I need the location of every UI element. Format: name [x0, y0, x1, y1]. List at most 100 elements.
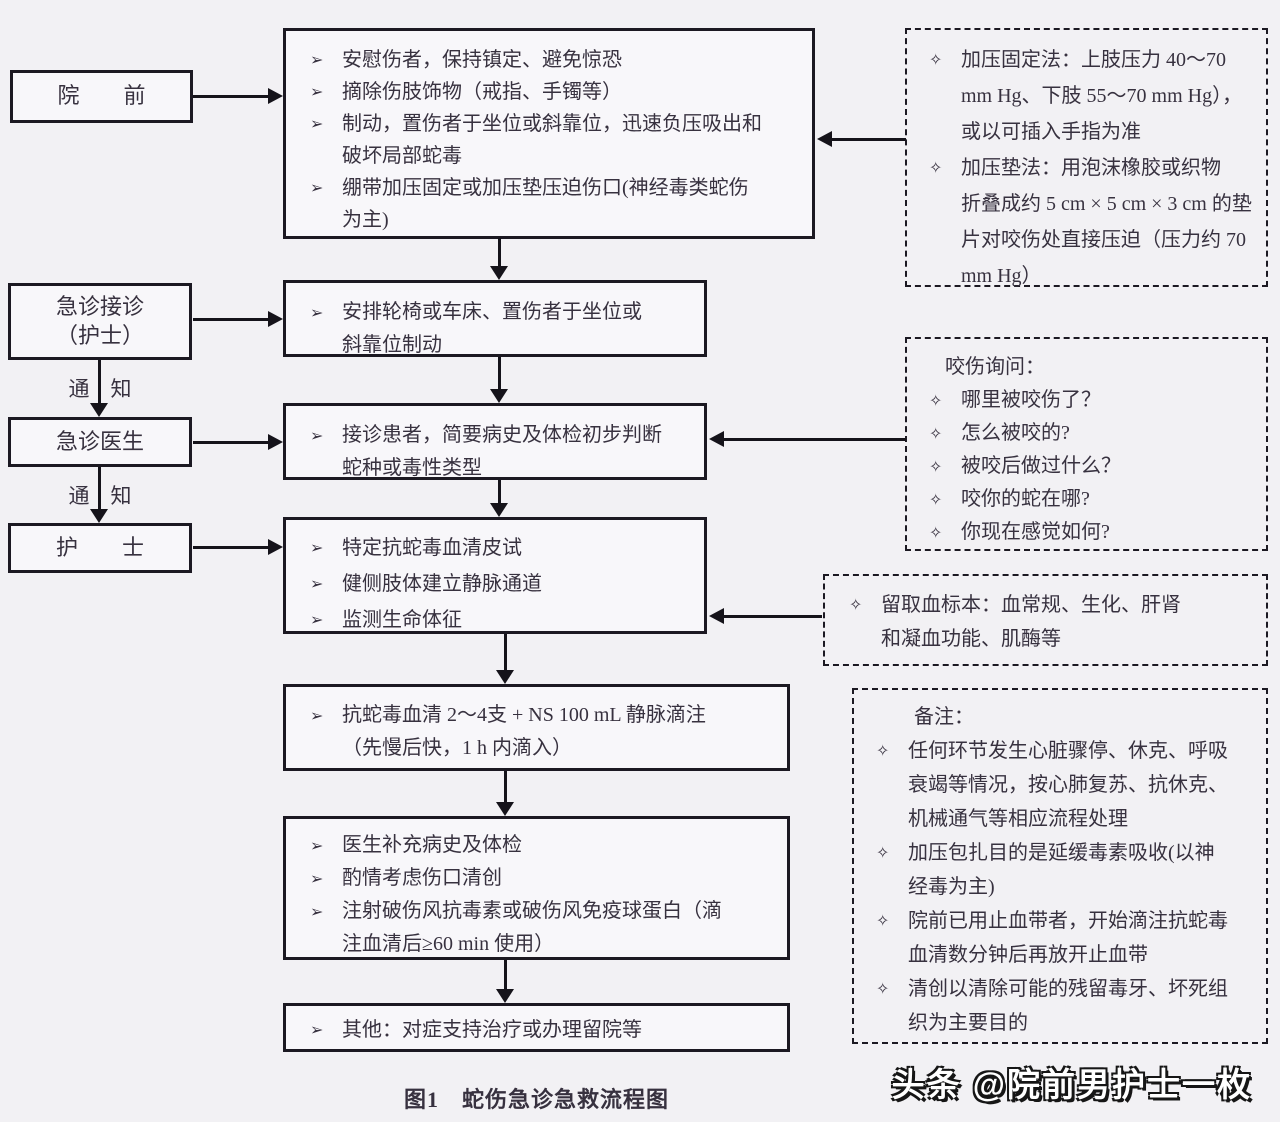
bullet-text: 绷带加压固定或加压垫压迫伤口(神经毒类蛇伤 为主) [342, 177, 749, 231]
er-doctor-label: 急诊医生 [55, 428, 144, 454]
arrow-doctor-to-nurse [90, 467, 108, 523]
triage-box: ➢ 接诊患者，简要病史及体检初步判断 蛇种或毒性类型 [283, 403, 707, 480]
diamond-bullet-icon: ✧ [929, 158, 943, 177]
bullet-text: 制动，置伤者于坐位或斜靠位，迅速负压吸出和 破坏局部蛇毒 [342, 113, 762, 167]
diamond-bullet-icon: ✧ [876, 741, 890, 760]
bullet-item: ➢ 其他：对症支持治疗或办理留院等 [310, 1015, 777, 1045]
arrowhead-bullet-icon: ➢ [310, 869, 324, 888]
arrow-questions-note-to-triage [709, 431, 906, 447]
bullet-item: ➢ 绷带加压固定或加压垫压迫伤口(神经毒类蛇伤 为主) [310, 172, 800, 236]
note-item: ✧ 咬你的蛇在哪? [929, 483, 1258, 516]
bullet-item: ➢ 健侧肢体建立静脉通道 [310, 566, 694, 602]
diamond-bullet-icon: ✧ [929, 523, 943, 542]
note-item: ✧ 任何环节发生心脏骤停、休克、呼吸 衰竭等情况，按心肺复苏、抗休克、 机械通气… [876, 734, 1260, 836]
bullet-text: 特定抗蛇毒血清皮试 [342, 537, 522, 559]
arrowhead-bullet-icon: ➢ [310, 82, 324, 101]
bullet-item: ➢ 接诊患者，简要病史及体检初步判断 蛇种或毒性类型 [310, 419, 694, 485]
arrow-box6-to-box7 [496, 960, 514, 1003]
note-item: ✧ 院前已用止血带者，开始滴注抗蛇毒 血清数分钟后再放开止血带 [876, 904, 1260, 972]
arrow-nurse-to-actions [193, 539, 283, 555]
diamond-bullet-icon: ✧ [929, 490, 943, 509]
diamond-bullet-icon: ✧ [876, 979, 890, 998]
bullet-text: 健侧肢体建立静脉通道 [342, 573, 542, 595]
bullet-text: 监测生命体征 [342, 609, 462, 631]
bullet-text: 注射破伤风抗毒素或破伤风免疫球蛋白（滴 注血清后≥60 min 使用） [342, 900, 722, 955]
er-doctor-box: 急诊医生 [8, 417, 192, 467]
arrow-pressure-note-to-actions [817, 131, 906, 147]
bullet-item: ➢ 注射破伤风抗毒素或破伤风免疫球蛋白（滴 注血清后≥60 min 使用） [310, 895, 777, 961]
arrowhead-bullet-icon: ➢ [310, 303, 324, 322]
note-text: 咬你的蛇在哪? [961, 488, 1090, 510]
diamond-bullet-icon: ✧ [929, 391, 943, 410]
note-item: ✧ 加压固定法：上肢压力 40～70 mm Hg、下肢 55～70 mm Hg）… [929, 42, 1258, 150]
note-text: 哪里被咬伤了？ [961, 389, 1101, 411]
arrowhead-bullet-icon: ➢ [310, 1020, 324, 1039]
arrow-box5-to-box6 [496, 771, 514, 816]
bullet-item: ➢ 摘除伤肢饰物（戒指、手镯等） [310, 76, 800, 108]
figure-caption: 图1 蛇伤急诊急救流程图 [403, 1087, 669, 1112]
diamond-bullet-icon: ✧ [929, 424, 943, 443]
note-text: 清创以清除可能的残留毒牙、坏死组 织为主要目的 [908, 978, 1228, 1034]
arrowhead-bullet-icon: ➢ [310, 50, 324, 69]
arrowhead-bullet-icon: ➢ [310, 538, 324, 557]
er-reception-label-line1: 急诊接诊 [55, 293, 144, 319]
bullet-item: ➢ 监测生命体征 [310, 602, 694, 638]
arrow-reception-to-doctor [90, 360, 108, 417]
arrowhead-bullet-icon: ➢ [310, 178, 324, 197]
note-text: 任何环节发生心脏骤停、休克、呼吸 衰竭等情况，按心肺复苏、抗休克、 机械通气等相… [908, 740, 1228, 830]
note-item: ✧ 怎么被咬的? [929, 417, 1258, 450]
bullet-item: ➢ 酌情考虑伤口清创 [310, 862, 777, 895]
bullet-text: 安慰伤者，保持镇定、避免惊恐 [342, 49, 622, 71]
watermark: 头条 @院前男护士一枚 [891, 1066, 1252, 1103]
er-reception-box: 急诊接诊 （护士） [8, 283, 192, 360]
note-item: ✧ 加压包扎目的是延缓毒素吸收(以神 经毒为主) [876, 836, 1260, 904]
arrowhead-bullet-icon: ➢ [310, 902, 324, 921]
diamond-bullet-icon: ✧ [876, 911, 890, 930]
bullet-item: ➢ 医生补充病史及体检 [310, 829, 777, 862]
arrowhead-bullet-icon: ➢ [310, 706, 324, 725]
note-item: ✧ 清创以清除可能的残留毒牙、坏死组 织为主要目的 [876, 972, 1260, 1040]
bullet-item: ➢ 安排轮椅或车床、置伤者于坐位或 斜靠位制动 [310, 296, 694, 362]
arrow-doctor-to-triage [193, 434, 283, 450]
bullet-text: 摘除伤肢饰物（戒指、手镯等） [342, 81, 622, 103]
prehospital-box: 院 前 [10, 70, 193, 123]
pressure-methods-note: ✧ 加压固定法：上肢压力 40～70 mm Hg、下肢 55～70 mm Hg）… [905, 28, 1268, 287]
blood-sample-note: ✧ 留取血标本：血常规、生化、肝肾 和凝血功能、肌酶等 [823, 574, 1268, 666]
prehospital-label: 院 前 [57, 83, 146, 109]
arrow-prehospital-to-actions [193, 88, 283, 104]
er-reception-label-line2: （护士） [55, 322, 144, 348]
doctor-followup-box: ➢ 医生补充病史及体检 ➢ 酌情考虑伤口清创 ➢ 注射破伤风抗毒素或破伤风免疫球… [283, 816, 790, 960]
diamond-bullet-icon: ✧ [929, 457, 943, 476]
note-text: 加压包扎目的是延缓毒素吸收(以神 经毒为主) [908, 842, 1215, 898]
note-title: 咬伤询问： [945, 356, 1045, 378]
note-text: 院前已用止血带者，开始滴注抗蛇毒 血清数分钟后再放开止血带 [908, 910, 1228, 966]
transfer-box: ➢ 安排轮椅或车床、置伤者于坐位或 斜靠位制动 [283, 280, 707, 357]
note-title: 备注： [914, 706, 974, 728]
arrow-box4-to-box5 [496, 634, 514, 684]
arrow-box2-to-box3 [490, 357, 508, 403]
prehospital-actions-box: ➢ 安慰伤者，保持镇定、避免惊恐 ➢ 摘除伤肢饰物（戒指、手镯等） ➢ 制动，置… [283, 28, 815, 239]
note-text: 被咬后做过什么？ [961, 455, 1121, 477]
antivenom-infusion-box: ➢ 抗蛇毒血清 2～4支 + NS 100 mL 静脉滴注 （先慢后快，1 h … [283, 684, 790, 771]
nurse-label: 护 士 [55, 534, 144, 560]
bite-questions-note: 咬伤询问： ✧ 哪里被咬伤了？ ✧ 怎么被咬的? ✧ 被咬后做过什么？ ✧ 咬你… [905, 337, 1268, 551]
note-item: ✧ 留取血标本：血常规、生化、肝肾 和凝血功能、肌酶等 [849, 588, 1258, 656]
diamond-bullet-icon: ✧ [876, 843, 890, 862]
bullet-text: 其他：对症支持治疗或办理留院等 [342, 1019, 642, 1041]
other-treatment-box: ➢ 其他：对症支持治疗或办理留院等 [283, 1003, 790, 1052]
arrow-box1-to-box2 [490, 238, 508, 280]
diamond-bullet-icon: ✧ [849, 595, 863, 614]
arrow-box3-to-box4 [490, 480, 508, 517]
arrowhead-bullet-icon: ➢ [310, 426, 324, 445]
arrowhead-bullet-icon: ➢ [310, 610, 324, 629]
bullet-text: 医生补充病史及体检 [342, 834, 522, 856]
note-item: ✧ 哪里被咬伤了？ [929, 384, 1258, 417]
note-text: 怎么被咬的? [961, 422, 1070, 444]
note-item: ✧ 被咬后做过什么？ [929, 450, 1258, 483]
bullet-text: 安排轮椅或车床、置伤者于坐位或 斜靠位制动 [342, 301, 642, 356]
bullet-item: ➢ 特定抗蛇毒血清皮试 [310, 530, 694, 566]
note-text: 留取血标本：血常规、生化、肝肾 和凝血功能、肌酶等 [881, 594, 1181, 650]
note-text: 你现在感觉如何? [961, 521, 1110, 543]
arrowhead-bullet-icon: ➢ [310, 574, 324, 593]
